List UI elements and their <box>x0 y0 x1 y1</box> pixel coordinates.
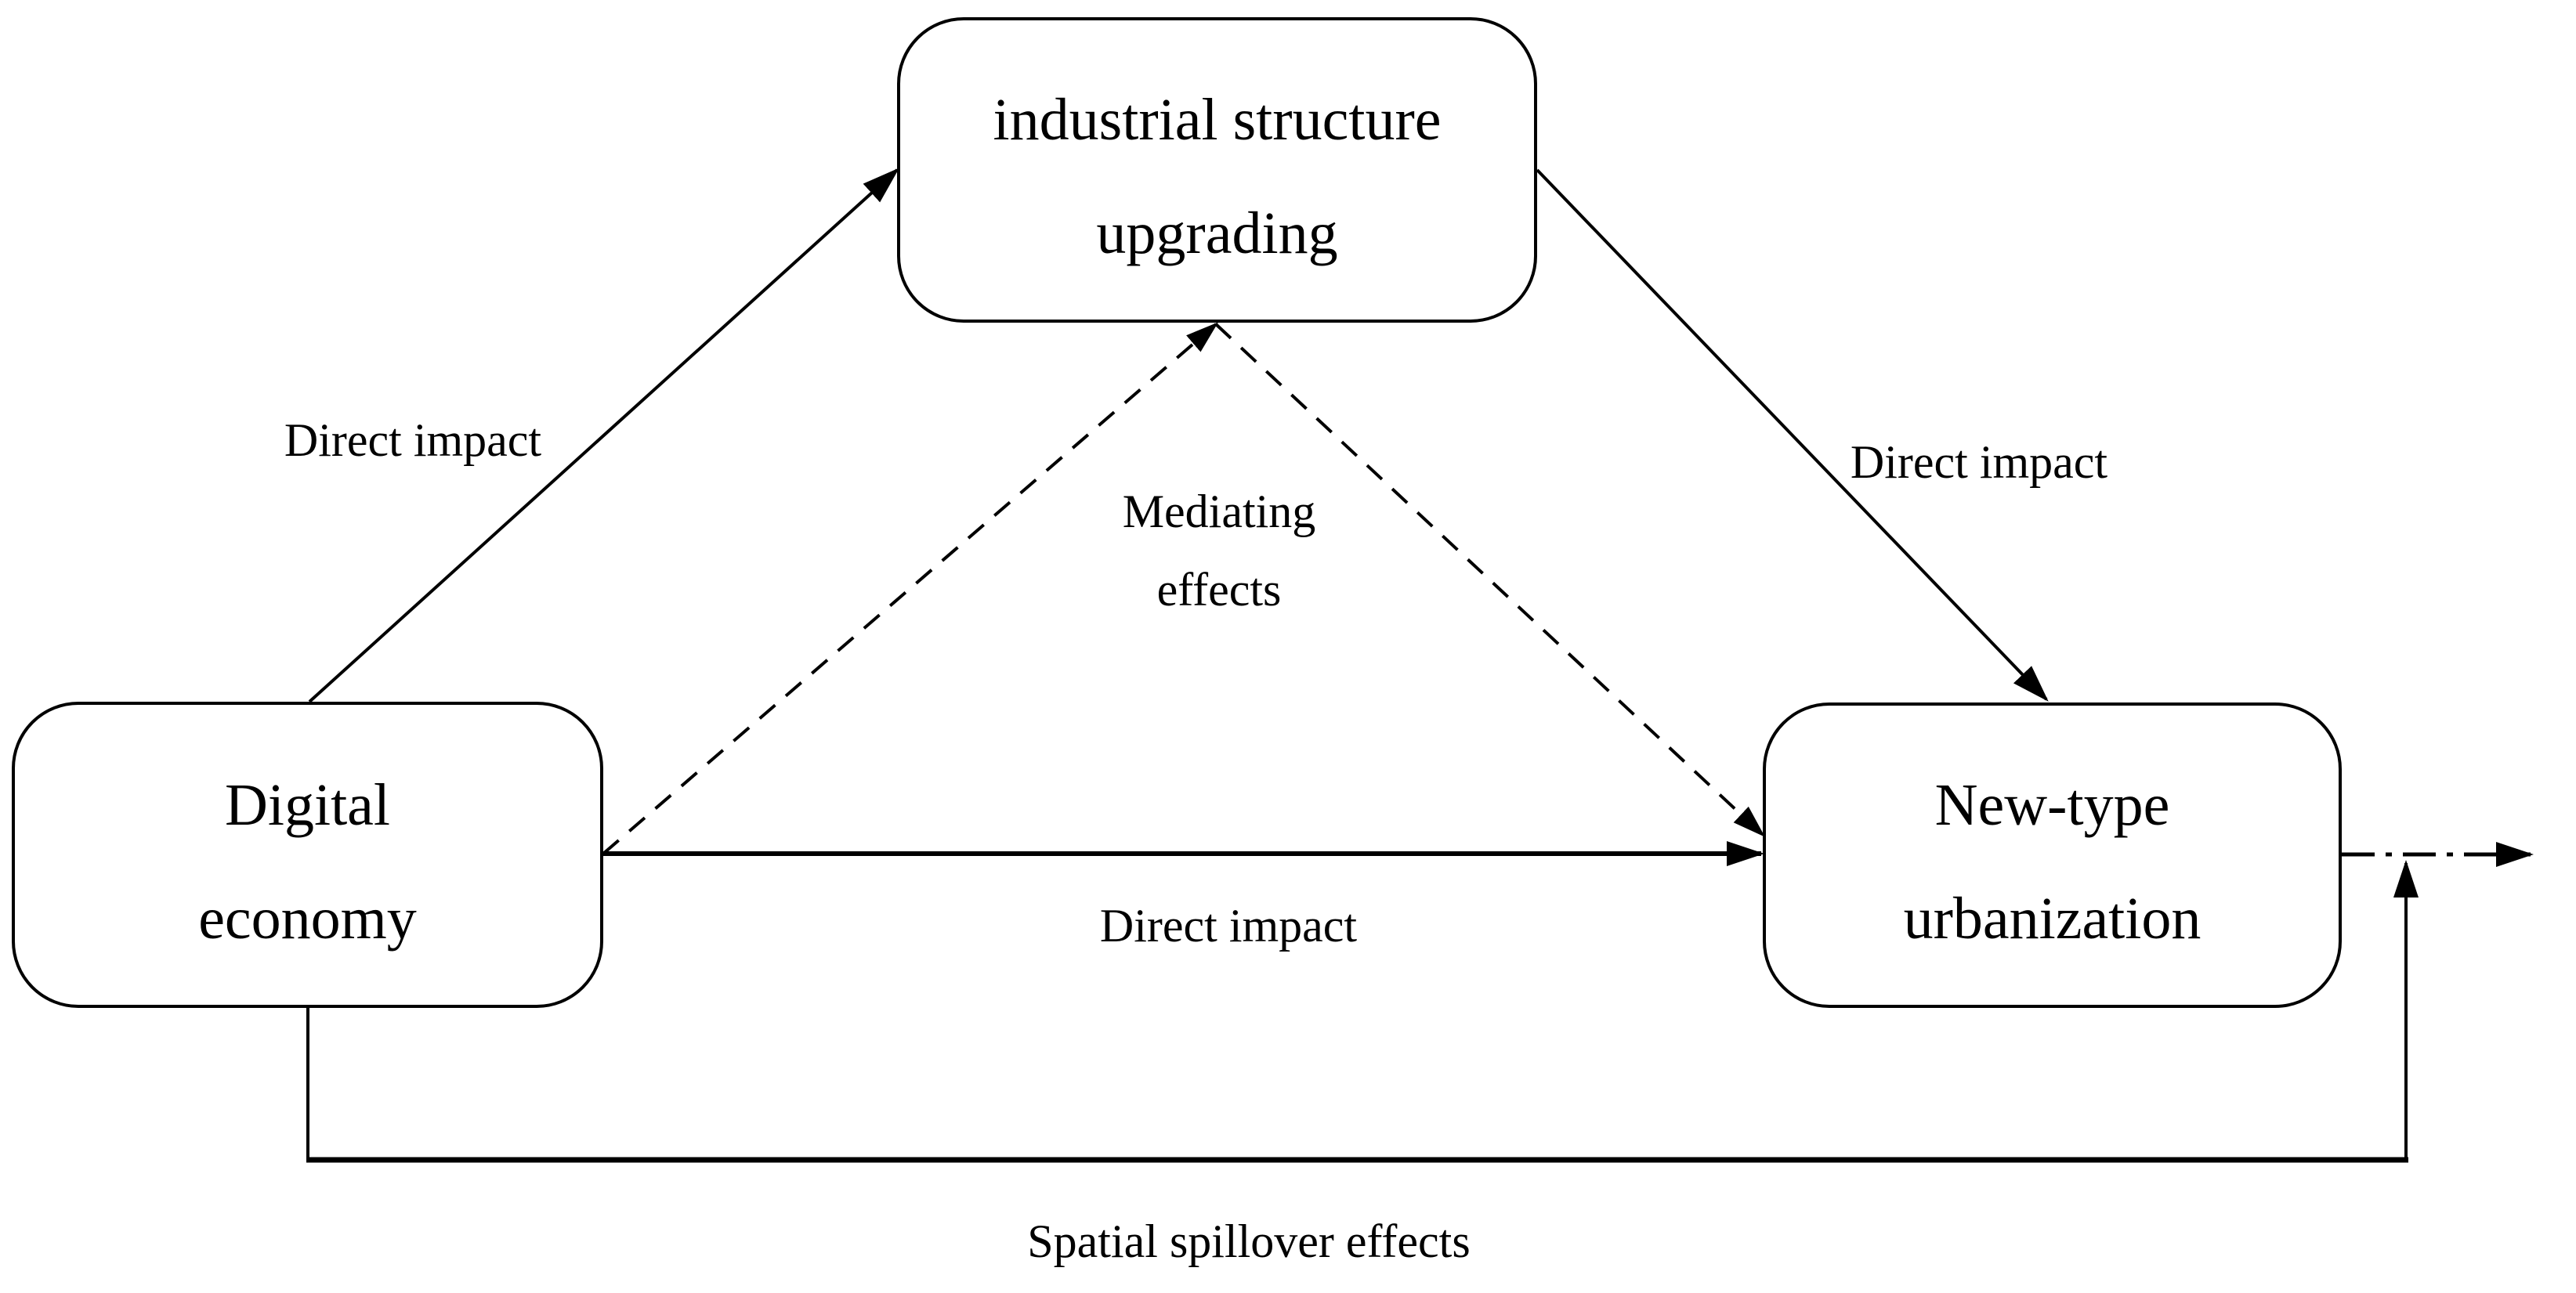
node-industrial-structure-upgrading: industrial structure upgrading <box>897 17 1537 323</box>
node-industrial-structure-upgrading-line2: upgrading <box>1096 200 1338 266</box>
label-direct-impact-de-to-ntu: Direct impact <box>1099 900 1358 952</box>
label-direct-impact-isu-to-ntu: Direct impact <box>1850 436 2108 488</box>
arrow-direct-isu-to-ntu <box>1536 168 2049 702</box>
label-mediating-effects-line1: Mediating <box>1122 486 1316 537</box>
label-direct-impact-de-to-isu: Direct impact <box>284 414 542 466</box>
label-spatial-spillover-effects: Spatial spillover effects <box>1027 1215 1471 1267</box>
node-digital-economy-line1: Digital <box>224 771 391 838</box>
node-new-type-urbanization-line1: New-type <box>1934 772 2170 838</box>
arrow-mediating-de-to-isu <box>602 322 1219 855</box>
label-mediating-effects: Mediating effects <box>1123 472 1316 629</box>
node-industrial-structure-upgrading-line1: industrial structure <box>993 87 1442 153</box>
label-mediating-effects-line2: effects <box>1156 564 1282 616</box>
node-new-type-urbanization: New-type urbanization <box>1763 702 2342 1008</box>
node-digital-economy-line2: economy <box>198 885 417 952</box>
node-digital-economy: Digital economy <box>12 702 603 1008</box>
node-new-type-urbanization-line2: urbanization <box>1903 886 2202 952</box>
arrow-direct-de-to-isu <box>308 168 899 703</box>
arrow-mediating-isu-to-ntu <box>1214 323 1765 837</box>
